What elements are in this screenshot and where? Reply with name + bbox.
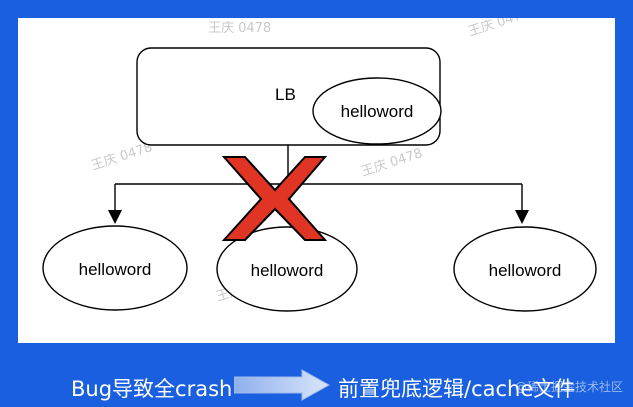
caption-right: 前置兜底逻辑/cache文件 — [338, 377, 576, 401]
community-watermark: @稀土掘金技术社区 — [514, 380, 623, 394]
architecture-diagram: 王庆 0478 王庆 0478 王庆 0478 王庆 0478 王庆 0478 … — [42, 18, 597, 312]
lb-inner-label: helloword — [341, 102, 414, 121]
watermark-text: 王庆 0478 — [360, 146, 425, 180]
failure-x-icon — [221, 156, 328, 241]
node-ellipse — [453, 226, 597, 312]
node-label: helloword — [79, 260, 152, 279]
diagram-canvas: 王庆 0478 王庆 0478 王庆 0478 王庆 0478 王庆 0478 … — [18, 18, 615, 343]
node-ellipse — [216, 226, 358, 312]
watermark-text: 王庆 0478 — [90, 140, 155, 174]
node-label: helloword — [489, 261, 562, 280]
lb-inner-ellipse — [312, 77, 442, 145]
node-label: helloword — [251, 261, 324, 280]
node-ellipse — [42, 225, 188, 311]
right-arrow-icon — [234, 369, 330, 401]
lb-label: LB — [275, 85, 296, 104]
watermark-text: 王庆 0478 — [467, 18, 532, 40]
bottom-caption-bar: Bug导致全crash 前置兜底逻辑/cache文件 @稀土掘金技术社区 — [0, 343, 633, 407]
watermark-text: 王庆 0478 — [208, 21, 271, 36]
caption-left: Bug导致全crash — [71, 377, 233, 401]
